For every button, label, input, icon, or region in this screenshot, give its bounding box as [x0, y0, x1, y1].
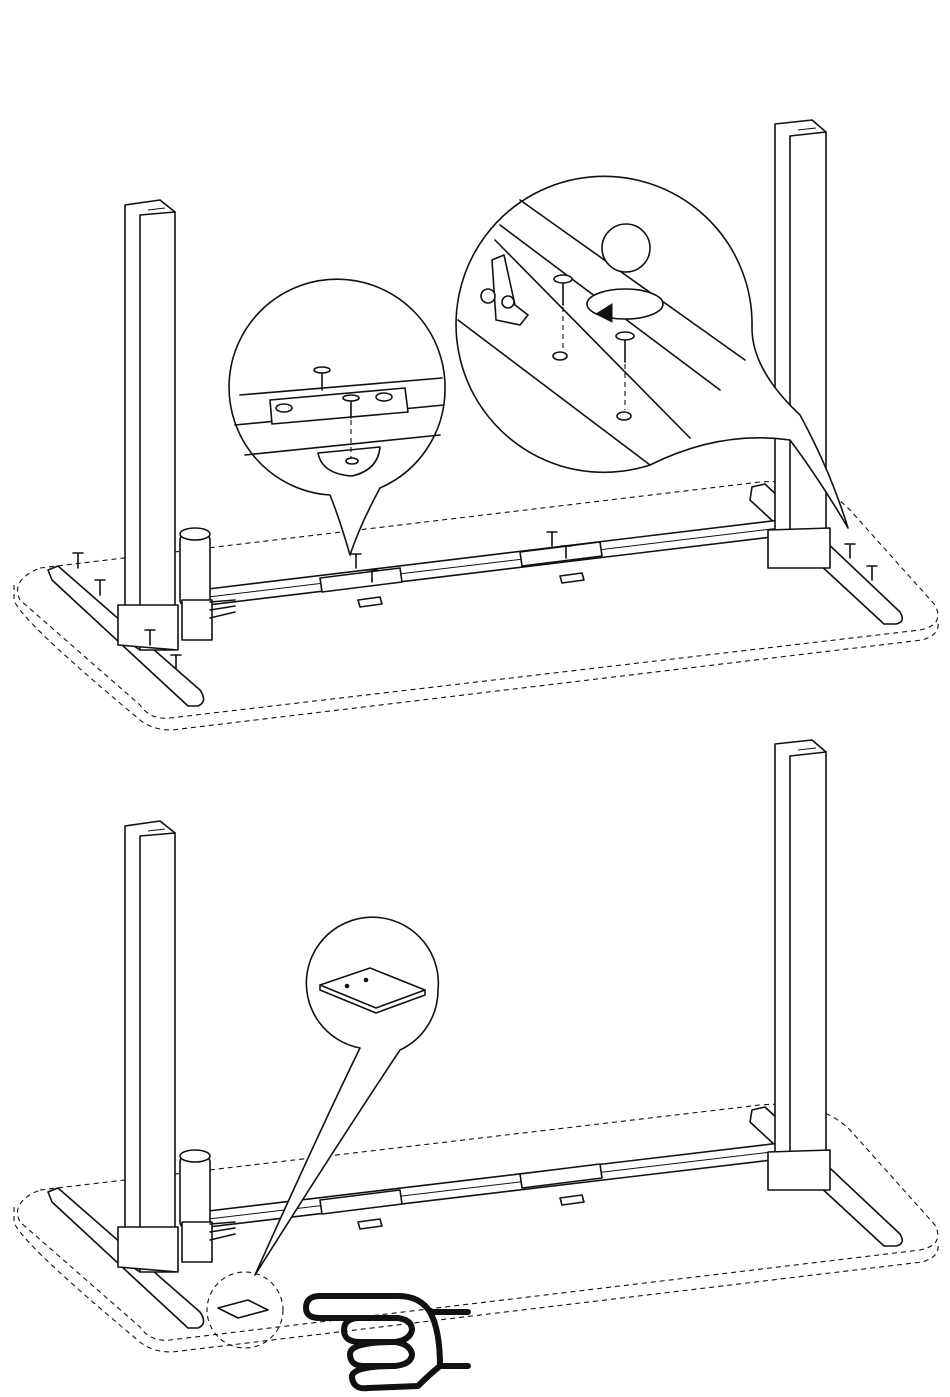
top-step-illustration — [14, 120, 938, 730]
callout-left — [229, 279, 445, 555]
left-column — [118, 200, 178, 650]
pointing-hand-icon — [306, 1296, 468, 1388]
right-column — [768, 120, 830, 568]
motor — [180, 1150, 235, 1262]
marker-circle — [602, 224, 650, 272]
right-column — [768, 740, 830, 1190]
callout-adhesive-pad — [255, 917, 438, 1275]
bottom-step-illustration — [14, 740, 938, 1388]
pad-location-marker — [207, 1272, 283, 1348]
left-column — [118, 821, 178, 1272]
motor — [180, 528, 235, 640]
